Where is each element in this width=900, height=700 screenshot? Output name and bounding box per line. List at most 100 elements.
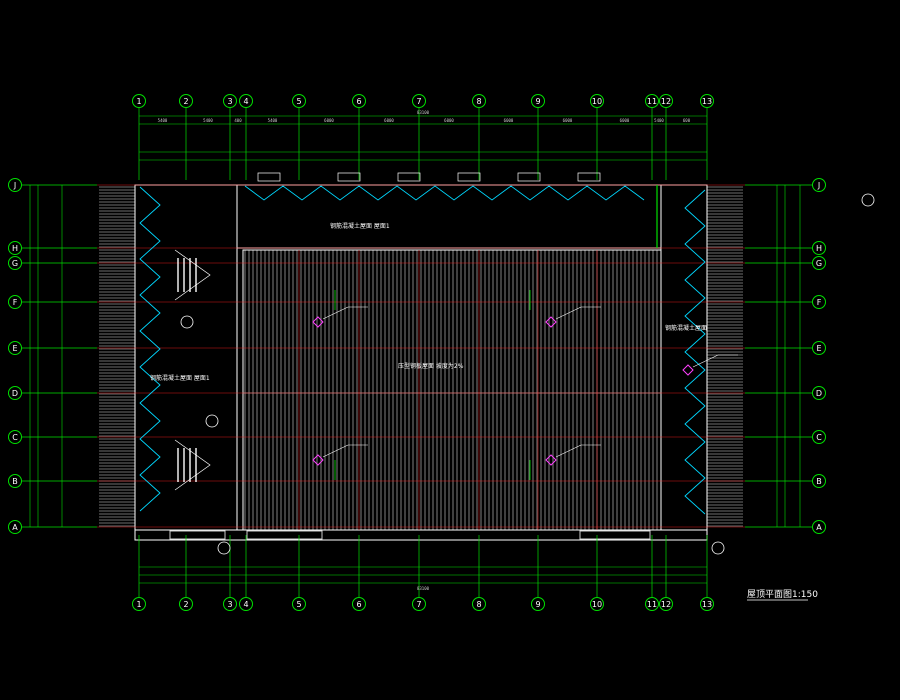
dimension-segment: 5400 (268, 118, 278, 123)
column-label: 3 (227, 97, 232, 106)
column-bubble (223, 597, 237, 611)
roof-drain (312, 316, 324, 328)
dimension-segment: 6000 (324, 118, 334, 123)
leader-line (322, 444, 349, 458)
column-label: 6 (356, 600, 361, 609)
roof-drain (545, 316, 557, 328)
row-label: C (12, 433, 18, 442)
leader-line (555, 306, 582, 320)
column-bubble (223, 94, 237, 108)
dimension-segment: 6000 (620, 118, 630, 123)
row-label: G (12, 259, 18, 268)
roof-drain (682, 364, 694, 376)
note-slab-top: 钢筋混凝土屋面 屋面1 (330, 222, 390, 230)
roof-drain (545, 454, 557, 466)
truss-left (139, 186, 161, 512)
column-bubble (645, 94, 659, 108)
dimension-segment: 6000 (384, 118, 394, 123)
column-bubble (132, 94, 146, 108)
dimension-segment: 6000 (504, 118, 514, 123)
row-bubble (812, 178, 826, 192)
column-label: 4 (243, 600, 248, 609)
column-label: 5 (296, 600, 301, 609)
row-bubble (8, 386, 22, 400)
column-bubble (590, 94, 604, 108)
row-bubble (8, 241, 22, 255)
column-bubble (700, 94, 714, 108)
column-label: 2 (183, 97, 188, 106)
column-bubble (179, 597, 193, 611)
column-label: 12 (661, 600, 671, 609)
annotation-notes: 钢筋混凝土屋面 屋面1 钢筋混凝土屋面 屋面1 钢筋混凝土屋面 压型钢板屋面 坡… (150, 222, 707, 382)
row-bubble (812, 241, 826, 255)
dimension-segment: 5400 (158, 118, 168, 123)
dimension-segment: 6000 (563, 118, 573, 123)
row-label: D (12, 389, 18, 398)
gutter-box (397, 172, 421, 182)
column-bubble (590, 597, 604, 611)
column-label: 13 (702, 600, 712, 609)
row-label: B (12, 477, 18, 486)
row-bubble (8, 295, 22, 309)
dimension-segment: 600 (683, 118, 691, 123)
note-slab-right: 钢筋混凝土屋面 (665, 324, 707, 332)
row-bubble (812, 430, 826, 444)
gutter-box (337, 172, 361, 182)
row-bubble (8, 474, 22, 488)
gutter-box (257, 172, 281, 182)
column-bubble (659, 597, 673, 611)
row-bubble (8, 341, 22, 355)
truss-right (684, 189, 706, 515)
column-label: 9 (535, 97, 540, 106)
row-bubble (812, 256, 826, 270)
column-bubble (659, 94, 673, 108)
corrugated-roof-area (243, 250, 661, 530)
dimension-segment: 400 (234, 118, 242, 123)
row-bubble (812, 295, 826, 309)
row-bubble (812, 341, 826, 355)
roof-hatch-areas (99, 186, 743, 530)
row-label: F (13, 298, 18, 307)
column-label: 4 (243, 97, 248, 106)
gutter-box (457, 172, 481, 182)
column-label: 12 (661, 97, 671, 106)
dimension-overall: 83100 (417, 586, 430, 591)
column-bubble (531, 597, 545, 611)
slope-mark (174, 439, 211, 491)
section-marker (180, 315, 194, 329)
column-label: 1 (136, 97, 141, 106)
right-parapet-hatch (707, 186, 743, 528)
row-bubble (812, 520, 826, 534)
gutter-box (577, 172, 601, 182)
row-bubble (8, 256, 22, 270)
leader-line (555, 444, 582, 458)
column-bubble (531, 94, 545, 108)
note-main-roof: 压型钢板屋面 坡度为2% (398, 362, 464, 370)
column-label: 8 (476, 600, 481, 609)
column-label: 8 (476, 97, 481, 106)
row-label: G (816, 259, 822, 268)
title-scale: 1:150 (792, 590, 818, 600)
row-label: H (12, 244, 18, 253)
column-label: 5 (296, 97, 301, 106)
column-label: 10 (592, 97, 602, 106)
section-marker (861, 193, 875, 207)
column-bubble (645, 597, 659, 611)
leader-line (322, 306, 349, 320)
roof-drain (312, 454, 324, 466)
column-label: 7 (416, 600, 421, 609)
row-bubble (8, 178, 22, 192)
column-label: 9 (535, 600, 540, 609)
truss-top (244, 185, 645, 201)
column-bubble (239, 597, 253, 611)
column-label: 11 (647, 97, 657, 106)
row-bubble (812, 474, 826, 488)
row-label: A (816, 523, 822, 532)
row-label: D (816, 389, 822, 398)
row-bubble (812, 386, 826, 400)
row-label: A (12, 523, 18, 532)
row-label: C (816, 433, 822, 442)
slope-mark (174, 249, 211, 301)
